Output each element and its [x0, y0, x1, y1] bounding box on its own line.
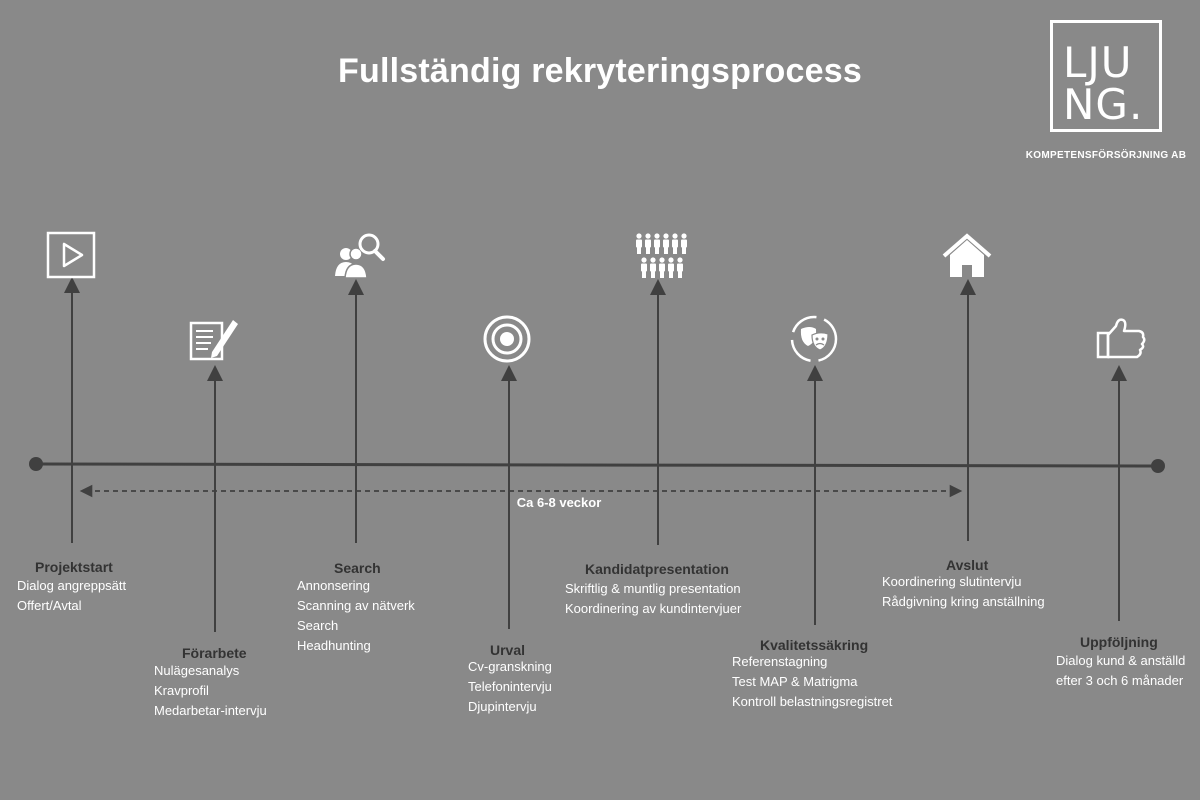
list-item: Headhunting	[297, 638, 371, 653]
list-item: Test MAP & Matrigma	[732, 674, 858, 689]
person-legs	[651, 271, 655, 278]
person-body	[668, 263, 674, 272]
person-legs	[678, 271, 682, 278]
step-items-kandidatpresentation: Skriftlig & muntlig presentation Koordin…	[565, 579, 741, 619]
logo-subtitle: KOMPETENSFÖRSÖRJNING AB	[1025, 150, 1187, 161]
step-title-avslut: Avslut	[946, 557, 989, 573]
step-items-projektstart: Dialog angreppsätt Offert/Avtal	[17, 576, 126, 616]
timeline-end-dot	[1151, 459, 1165, 473]
list-item: Koordinering av kundintervjuer	[565, 601, 742, 616]
page-title: Fullständig rekryteringsprocess	[338, 52, 862, 90]
play-icon	[46, 231, 96, 279]
person-legs	[664, 247, 668, 254]
step-title-uppfoljning: Uppföljning	[1080, 634, 1158, 650]
person-legs	[682, 247, 686, 254]
list-item: Search	[297, 618, 339, 633]
list-item: Dialog angreppsätt	[17, 578, 127, 593]
person-head	[668, 257, 674, 263]
people-search-icon	[335, 233, 385, 279]
person-head	[641, 257, 647, 263]
list-item: Dialog kund & anställd	[1056, 653, 1186, 668]
step-title-kandidatpresentation: Kandidatpresentation	[585, 561, 729, 577]
person-legs	[673, 247, 677, 254]
person-body	[681, 239, 687, 248]
home-icon	[942, 233, 992, 277]
timeline-start-dot	[29, 457, 43, 471]
list-item: Djupintervju	[468, 699, 537, 714]
list-item: efter 3 och 6 månader	[1056, 673, 1184, 688]
person-legs	[655, 247, 659, 254]
person-head	[659, 257, 665, 263]
list-item: Referenstagning	[732, 654, 828, 669]
person-body	[636, 239, 642, 248]
list-item: Rådgivning kring anställning	[882, 594, 1045, 609]
step-title-forarbete: Förarbete	[182, 645, 247, 661]
person-legs	[660, 271, 664, 278]
person-head	[677, 257, 683, 263]
list-item: Skriftlig & muntlig presentation	[565, 581, 741, 596]
person-head	[650, 257, 656, 263]
list-item: Telefonintervju	[468, 679, 552, 694]
list-item: Offert/Avtal	[17, 598, 82, 613]
person-body	[659, 263, 665, 272]
list-item: Koordinering slutintervju	[882, 574, 1022, 589]
list-item: Annonsering	[297, 578, 370, 593]
list-item: Scanning av nätverk	[297, 598, 415, 613]
step-items-urval: Cv-granskning Telefonintervju Djupinterv…	[468, 657, 552, 717]
timeline-axis	[35, 462, 1159, 468]
logo-text-line-2: NG.	[1063, 80, 1144, 129]
logo-text-line-1: LJU	[1063, 38, 1133, 87]
person-body	[672, 239, 678, 248]
step-items-search: Annonsering Scanning av nätverk Search H…	[297, 576, 415, 656]
list-item: Kravprofil	[154, 683, 209, 698]
step-title-search: Search	[334, 560, 381, 576]
person-head	[636, 233, 642, 239]
person-head	[672, 233, 678, 239]
person-head	[681, 233, 687, 239]
list-item: Kontroll belastningsregistret	[732, 694, 893, 709]
person-head	[654, 233, 660, 239]
company-logo: LJU NG.	[1050, 20, 1162, 132]
document-edit-icon	[189, 320, 238, 361]
thumbs-up-icon	[1096, 318, 1146, 359]
person-body	[677, 263, 683, 272]
step-items-forarbete: Nulägesanalys Kravprofil Medarbetar-inte…	[154, 661, 267, 721]
step-arrows	[64, 277, 1127, 632]
list-item: Nulägesanalys	[154, 663, 240, 678]
step-items-avslut: Koordinering slutintervju Rådgivning kri…	[882, 572, 1045, 612]
person-body	[650, 263, 656, 272]
masks-icon	[790, 315, 838, 363]
person-legs	[646, 247, 650, 254]
person-head	[645, 233, 651, 239]
person-legs	[637, 247, 641, 254]
step-title-urval: Urval	[490, 642, 526, 658]
target-icon	[483, 315, 531, 363]
person-legs	[642, 271, 646, 278]
step-items-uppfoljning: Dialog kund & anställd efter 3 och 6 mån…	[1056, 651, 1185, 691]
person-body	[645, 239, 651, 248]
list-item: Medarbetar-intervju	[154, 703, 267, 718]
step-items-kvalitetssakring: Referenstagning Test MAP & Matrigma Kont…	[732, 652, 892, 712]
group-icon	[636, 233, 687, 278]
step-title-kvalitetssakring: Kvalitetssäkring	[760, 637, 869, 653]
step-title-projektstart: Projektstart	[35, 559, 113, 575]
person-body	[654, 239, 660, 248]
duration-label: Ca 6-8 veckor	[516, 495, 602, 510]
person-legs	[669, 271, 673, 278]
person-body	[641, 263, 647, 272]
person-head	[663, 233, 669, 239]
person-body	[663, 239, 669, 248]
list-item: Cv-granskning	[468, 659, 552, 674]
